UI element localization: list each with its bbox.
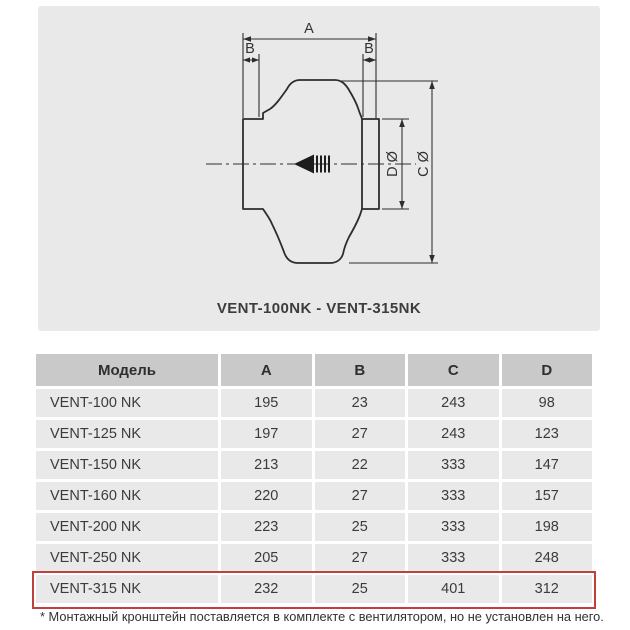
dim-label-a: A [304, 21, 314, 37]
footnote: * Монтажный кронштейн поставляется в ком… [40, 609, 604, 624]
value-cell-c: 333 [408, 544, 499, 572]
diagram-caption: VENT-100NK - VENT-315NK [216, 300, 422, 317]
model-cell: VENT-200 NK [36, 513, 218, 541]
value-cell-d: 147 [501, 451, 592, 479]
value-cell-c: 333 [408, 482, 499, 510]
model-cell: VENT-160 NK [36, 482, 218, 510]
column-header-d: D [501, 354, 592, 386]
model-cell: VENT-100 NK [36, 389, 218, 417]
value-cell-d: 157 [501, 482, 592, 510]
dim-label-b-right: B [364, 41, 374, 57]
value-cell-c: 243 [408, 389, 499, 417]
value-cell-b: 27 [314, 420, 405, 448]
airflow-arrow-icon [294, 154, 330, 174]
fan-dimension-drawing: A B B [206, 21, 438, 264]
value-cell-c: 333 [408, 513, 499, 541]
fan-housing-outline [242, 79, 380, 264]
value-cell-b: 27 [314, 544, 405, 572]
value-cell-b: 23 [314, 389, 405, 417]
diagram-panel: A B B [38, 6, 600, 331]
dim-label-d: D Ø [385, 151, 401, 177]
dimension-c: C Ø [341, 80, 438, 264]
value-cell-b: 22 [314, 451, 405, 479]
column-header-model: Модель [36, 354, 218, 386]
value-cell-a: 223 [221, 513, 312, 541]
value-cell-c: 401 [408, 575, 499, 603]
value-cell-c: 243 [408, 420, 499, 448]
value-cell-d: 198 [501, 513, 592, 541]
fan-body [242, 79, 380, 264]
model-cell: VENT-250 NK [36, 544, 218, 572]
value-cell-a: 195 [221, 389, 312, 417]
model-cell: VENT-150 NK [36, 451, 218, 479]
column-header-b: B [314, 354, 405, 386]
value-cell-a: 232 [221, 575, 312, 603]
value-cell-b: 25 [314, 575, 405, 603]
dimension-b-right: B [362, 41, 376, 117]
value-cell-b: 25 [314, 513, 405, 541]
value-cell-a: 205 [221, 544, 312, 572]
column-header-a: A [221, 354, 312, 386]
value-cell-d: 312 [501, 575, 592, 603]
value-cell-d: 123 [501, 420, 592, 448]
column-header-c: C [408, 354, 499, 386]
value-cell-d: 248 [501, 544, 592, 572]
value-cell-d: 98 [501, 389, 592, 417]
model-cell: VENT-315 NK [36, 575, 218, 603]
value-cell-b: 27 [314, 482, 405, 510]
dimension-b-left: B [243, 41, 260, 117]
dimension-a: A [242, 21, 377, 118]
dim-label-b-left: B [245, 41, 255, 57]
value-cell-a: 213 [221, 451, 312, 479]
dimension-d: D Ø [382, 118, 409, 210]
value-cell-a: 197 [221, 420, 312, 448]
model-cell: VENT-125 NK [36, 420, 218, 448]
value-cell-a: 220 [221, 482, 312, 510]
value-cell-c: 333 [408, 451, 499, 479]
dim-label-c: C Ø [416, 151, 432, 177]
